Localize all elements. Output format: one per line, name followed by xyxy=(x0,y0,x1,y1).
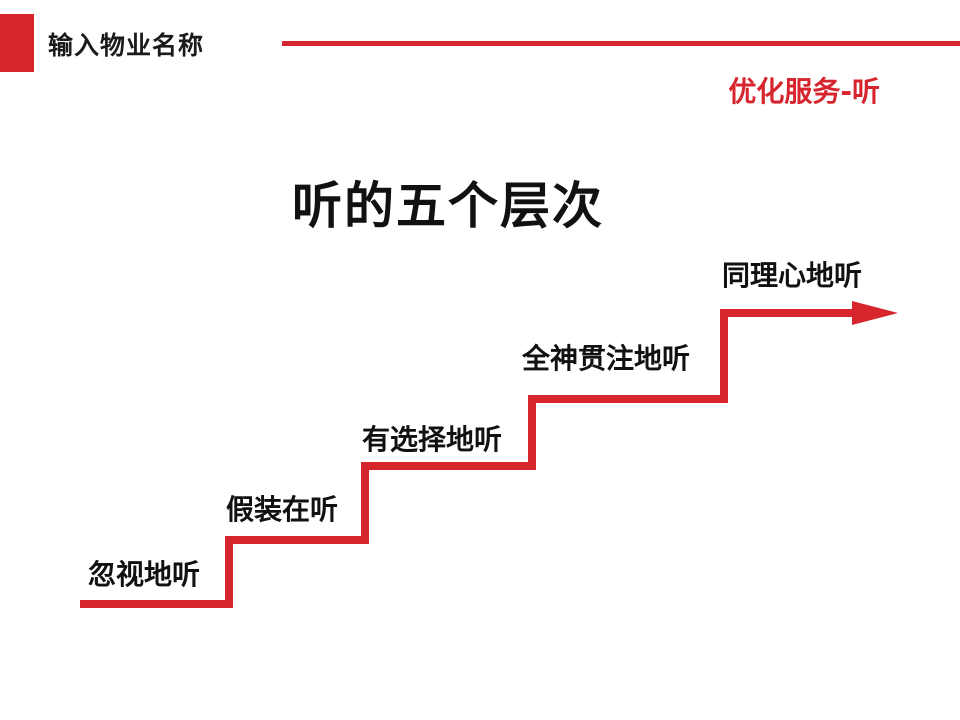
section-tag: 优化服务-听 xyxy=(728,75,880,108)
level-label-pretend: 假装在听 xyxy=(226,493,339,526)
arrow-head-icon xyxy=(852,301,898,325)
level-label-ignore: 忽视地听 xyxy=(88,558,201,591)
page-title: 听的五个层次 xyxy=(292,177,604,235)
level-label-empathic: 同理心地听 xyxy=(722,259,863,292)
header-title: 输入物业名称 xyxy=(48,31,205,60)
header-divider-line xyxy=(282,41,960,46)
staircase-line xyxy=(80,309,858,608)
level-label-selective: 有选择地听 xyxy=(362,423,503,456)
level-label-attentive: 全神贯注地听 xyxy=(522,342,691,375)
header-accent-bar xyxy=(0,14,34,72)
